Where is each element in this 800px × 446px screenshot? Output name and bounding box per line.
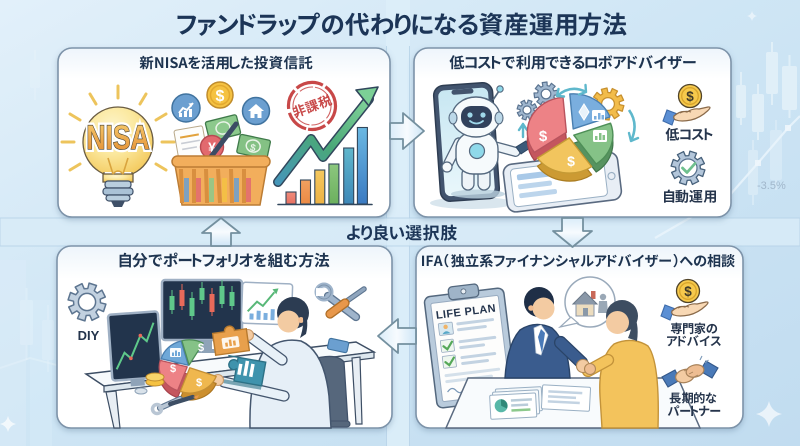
svg-text:DIY: DIY — [78, 328, 100, 343]
svg-text:-3.5%: -3.5% — [757, 180, 786, 192]
svg-text:$: $ — [249, 143, 257, 155]
svg-text:$: $ — [196, 377, 202, 389]
svg-text:$: $ — [539, 128, 548, 145]
svg-text:$: $ — [686, 89, 694, 104]
svg-text:$: $ — [567, 153, 575, 169]
svg-text:NISA: NISA — [86, 119, 149, 157]
svg-text:$: $ — [684, 284, 692, 299]
svg-text:$: $ — [170, 363, 176, 375]
svg-text:$: $ — [216, 88, 225, 105]
svg-text:¥: ¥ — [208, 139, 216, 155]
svg-text:$: $ — [198, 342, 204, 354]
svg-text:NISA: NISA — [86, 119, 149, 157]
